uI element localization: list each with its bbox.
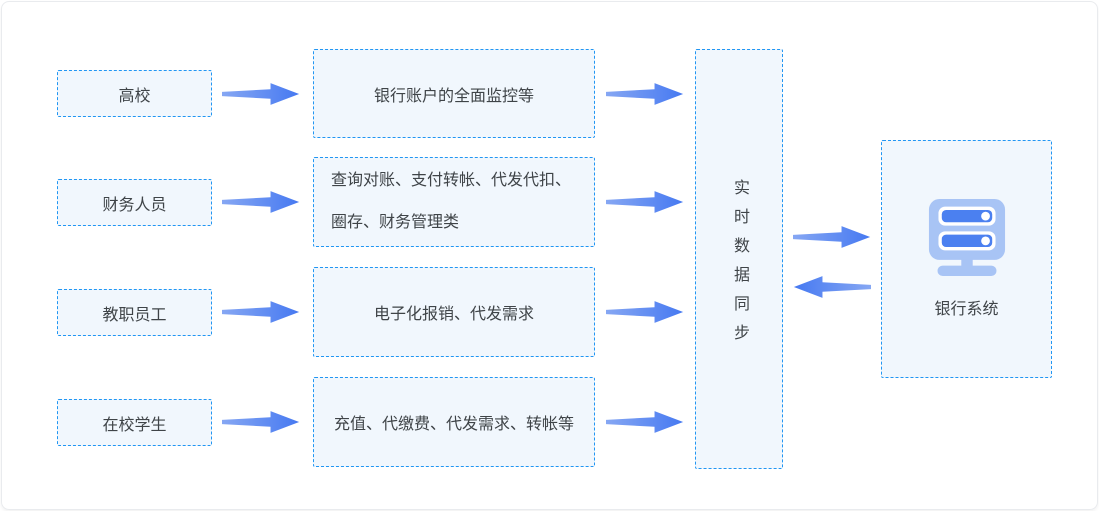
arrow-finance-mgmt-to-sync	[606, 191, 684, 213]
node-finance-staff: 财务人员	[57, 179, 212, 226]
node-service-recharge-payment: 充值、代缴费、代发需求、转帐等	[313, 377, 595, 467]
service-e-reimbursement-label: 电子化报销、代发需求	[373, 306, 534, 323]
node-service-finance-management: 查询对账、支付转帐、代发代扣、圈存、财务管理类	[313, 157, 595, 247]
arrow-sync-to-bank	[793, 226, 871, 248]
node-service-e-reimbursement: 电子化报销、代发需求	[313, 267, 595, 357]
realtime-data-sync-label: 实时数据同步	[731, 178, 748, 353]
node-faculty-staff: 教职员工	[57, 289, 212, 336]
node-bank-system: 银行系统	[881, 140, 1052, 378]
node-students: 在校学生	[57, 399, 212, 446]
service-account-monitoring-label: 银行账户的全面监控等	[373, 87, 534, 105]
arrow-faculty-to-service	[222, 301, 300, 323]
arrow-finance-staff-to-service	[222, 191, 300, 213]
arrow-bank-to-sync	[793, 276, 871, 298]
arrow-students-to-service	[222, 411, 300, 433]
arrow-recharge-to-sync	[606, 411, 684, 433]
service-recharge-payment-label: 充值、代缴费、代发需求、转帐等	[333, 416, 574, 433]
node-service-account-monitoring: 银行账户的全面监控等	[313, 49, 595, 138]
node-university: 高校	[57, 70, 212, 117]
server-icon	[928, 199, 1005, 277]
node-university-label: 高校	[118, 87, 151, 105]
bank-system-label: 银行系统	[934, 301, 999, 318]
arrow-monitoring-to-sync	[606, 83, 684, 105]
service-finance-management-label: 查询对账、支付转帐、代发代扣、圈存、财务管理类	[331, 172, 572, 231]
arrow-reimbursement-to-sync	[606, 301, 684, 323]
arrow-university-to-service	[222, 83, 300, 105]
node-finance-staff-label: 财务人员	[102, 196, 167, 214]
node-faculty-staff-label: 教职员工	[102, 306, 167, 324]
node-students-label: 在校学生	[102, 416, 167, 434]
node-realtime-data-sync: 实时数据同步	[695, 49, 783, 469]
